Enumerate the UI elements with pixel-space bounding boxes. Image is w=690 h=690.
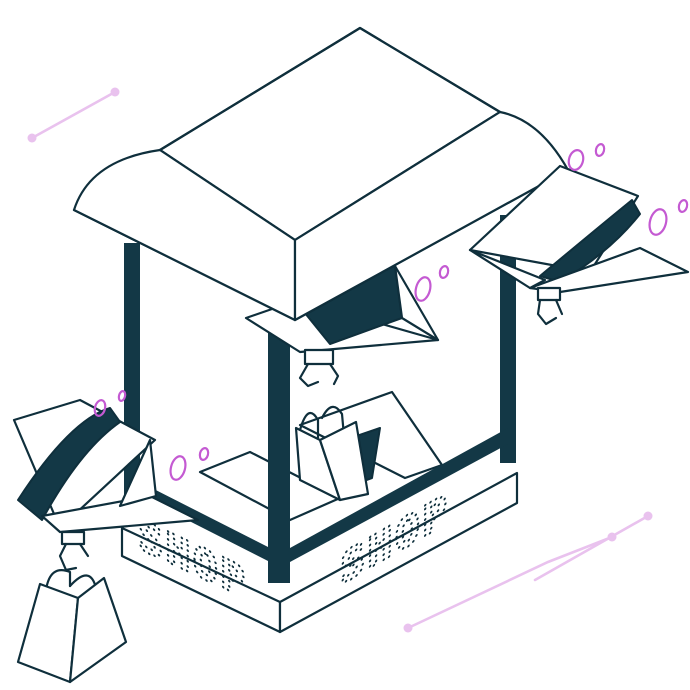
- bubbles: [93, 143, 689, 481]
- hanging-bag-icon: [16, 569, 128, 684]
- right-claw-icon: [468, 164, 690, 326]
- post-front: [268, 325, 290, 583]
- counter-rim: [136, 428, 508, 562]
- shop-sign-left: SHOP: [138, 510, 247, 609]
- accent-lines: [27, 87, 653, 633]
- kiosk-base: [120, 471, 519, 634]
- left-claw-icon: [12, 398, 200, 572]
- bag-in-kiosk-icon: [294, 405, 370, 502]
- kiosk-roof: [72, 26, 570, 322]
